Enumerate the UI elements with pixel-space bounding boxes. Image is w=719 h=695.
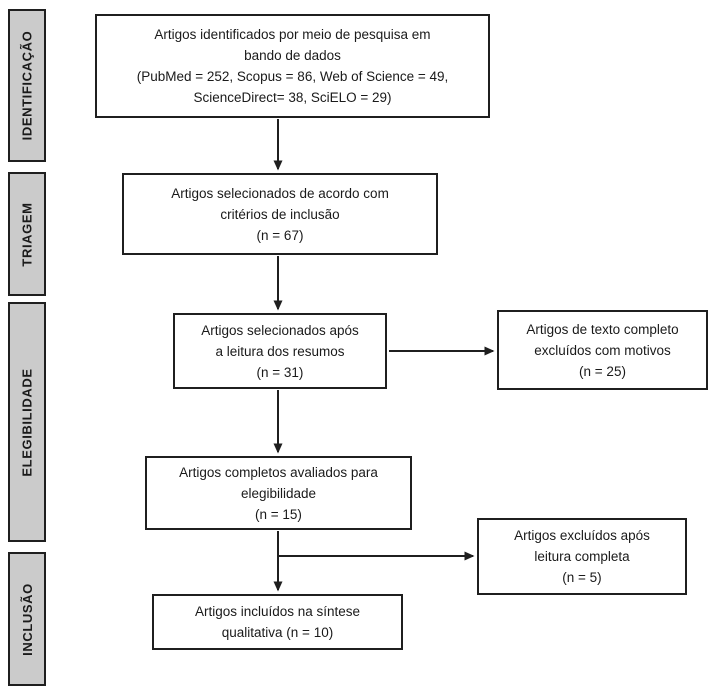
box-included-synthesis: Artigos incluídos na síntese qualitativa… bbox=[152, 594, 403, 650]
box-identified-articles: Artigos identificados por meio de pesqui… bbox=[95, 14, 490, 118]
stage-identification: IDENTIFICAÇÃO bbox=[8, 9, 46, 162]
stage-screening: TRIAGEM bbox=[8, 172, 46, 296]
box-excluded-fulltext: Artigos de texto completo excluídos com … bbox=[497, 310, 708, 390]
box-selected-by-criteria: Artigos selecionados de acordo com crité… bbox=[122, 173, 438, 255]
box-selected-by-criteria-text: Artigos selecionados de acordo com crité… bbox=[171, 185, 389, 243]
stage-identification-label: IDENTIFICAÇÃO bbox=[19, 30, 35, 141]
stage-inclusion-label: INCLUSÃO bbox=[19, 582, 35, 656]
stage-eligibility: ELEGIBILIDADE bbox=[8, 302, 46, 542]
box-excluded-fulltext-text: Artigos de texto completo excluídos com … bbox=[526, 321, 679, 379]
box-assessed-eligibility-text: Artigos completos avaliados para elegibi… bbox=[179, 464, 378, 522]
box-assessed-eligibility: Artigos completos avaliados para elegibi… bbox=[145, 456, 412, 530]
box-selected-after-abstracts: Artigos selecionados após a leitura dos … bbox=[173, 313, 387, 389]
box-excluded-after-reading-text: Artigos excluídos após leitura completa … bbox=[514, 528, 650, 585]
box-selected-after-abstracts-text: Artigos selecionados após a leitura dos … bbox=[201, 322, 359, 380]
stage-inclusion: INCLUSÃO bbox=[8, 552, 46, 686]
box-identified-articles-text: Artigos identificados por meio de pesqui… bbox=[136, 27, 449, 105]
stage-eligibility-label: ELEGIBILIDADE bbox=[19, 367, 35, 477]
box-included-synthesis-text: Artigos incluídos na síntese qualitativa… bbox=[194, 604, 361, 640]
stage-screening-label: TRIAGEM bbox=[19, 201, 35, 267]
box-excluded-after-reading: Artigos excluídos após leitura completa … bbox=[477, 518, 687, 595]
